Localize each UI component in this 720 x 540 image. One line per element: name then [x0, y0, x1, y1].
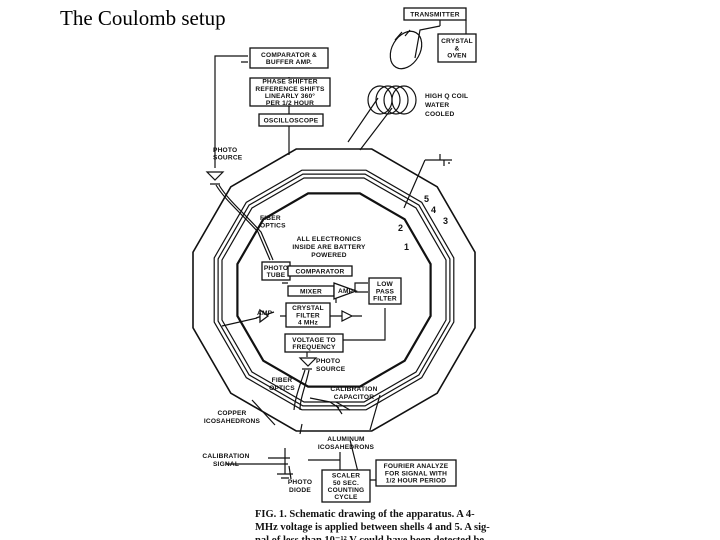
crystal-oven-label: CRYSTAL&OVEN: [441, 38, 473, 59]
shell-number-3: 3: [443, 216, 448, 226]
shell-number-5: 5: [424, 194, 429, 204]
shell-outer-5: [192, 148, 476, 432]
amp-inner-label: AMP: [338, 288, 354, 295]
low-pass-filter-box: [368, 277, 402, 305]
crystal-oven-box: [437, 33, 477, 63]
comparator-label: COMPARATOR: [296, 268, 345, 275]
figure-caption: FIG. 1. Schematic drawing of the apparat…: [255, 509, 490, 540]
oscilloscope-label: OSCILLOSCOPE: [264, 117, 319, 124]
slide-title: The Coulomb setup: [60, 6, 226, 30]
shell-4: [213, 169, 455, 411]
wiring: [205, 20, 467, 481]
fourier-analyzer-box: [375, 459, 457, 487]
comparator-buffer-label: COMPARATOR &BUFFER AMP.: [261, 52, 317, 66]
transmitter-box: [403, 7, 467, 21]
icosahedron-shells: [192, 148, 476, 432]
voltage-to-frequency-box: [284, 333, 344, 353]
amp-left-triangle: [259, 308, 270, 324]
shell-number-4: 4: [431, 205, 436, 215]
comparator-box: [287, 265, 353, 277]
shell-inner-1: [236, 192, 432, 388]
crystal-filter-box: [285, 302, 331, 328]
oscilloscope-box: [258, 113, 324, 127]
shell-3: [217, 173, 451, 407]
shell-number-2: 2: [398, 223, 403, 233]
transmitter-label: TRANSMITTER: [410, 11, 459, 18]
amp-triangle: [333, 282, 358, 300]
component-boxes: [249, 7, 477, 503]
amp-left-label: AMP: [257, 310, 273, 317]
scaler-box: [321, 469, 371, 503]
shell-2: [221, 177, 447, 403]
comparator-buffer-box: [249, 47, 329, 69]
diagram-labels: TRANSMITTER CRYSTAL&OVEN COMPARATOR &BUFFE…: [202, 11, 490, 540]
mixer-label: MIXER: [300, 288, 322, 295]
shell-number-1: 1: [404, 242, 409, 252]
phase-shifter-box: [249, 77, 331, 107]
